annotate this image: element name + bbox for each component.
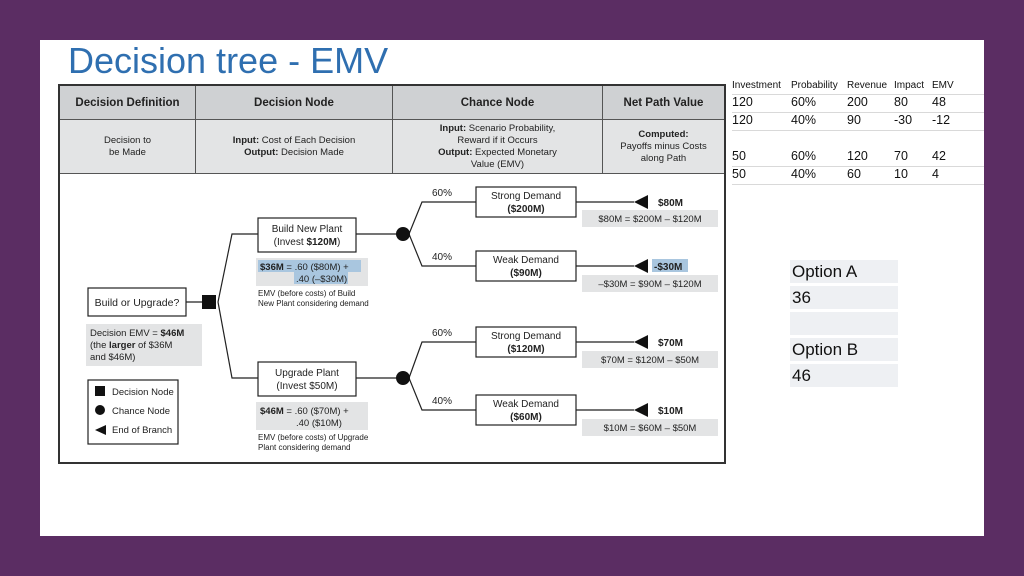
svg-text:($60M): ($60M) <box>510 412 542 423</box>
chance-node-build <box>396 227 410 241</box>
table-row-empty <box>732 130 984 148</box>
end-branch-icon-3 <box>634 335 648 349</box>
table-row: 50 40% 60 10 4 <box>732 166 984 185</box>
build-emv-line1: $36M = .60 ($80M) + <box>260 262 349 273</box>
header-decision-definition: Decision Definition <box>60 86 196 120</box>
calc-upgrade-strong: $70M = $120M – $50M <box>601 355 699 366</box>
col-impact: Impact <box>894 80 925 91</box>
option-a-label: Option A <box>790 260 898 284</box>
legend-end-branch-icon <box>95 425 106 435</box>
root-decision-box <box>87 287 187 317</box>
svg-text:Strong Demand: Strong Demand <box>491 331 561 342</box>
svg-text:Strong Demand: Strong Demand <box>491 191 561 202</box>
decision-node-square <box>202 295 216 309</box>
calc-box-1 <box>582 210 718 227</box>
upgrade-emv-box <box>256 402 368 430</box>
payoff-upgrade-strong: $70M <box>658 338 683 349</box>
calc-build-strong: $80M = $200M – $120M <box>598 214 701 225</box>
build-emv-highlight-2 <box>294 272 348 284</box>
legend: Decision Node Chance Node End of Branch <box>87 379 179 445</box>
upgrade-emv-note1: EMV (before costs) of Upgrade <box>258 433 369 442</box>
outcome-build-weak: Weak Demand ($90M) <box>475 250 577 282</box>
decision-emv-line2: (the larger of $36M <box>90 340 172 351</box>
end-branch-icon-2 <box>634 259 648 273</box>
end-branch-icon-4 <box>634 403 648 417</box>
build-emv-note2: New Plant considering demand <box>258 299 369 308</box>
col-investment: Investment <box>732 80 781 91</box>
upgrade-plant-invest: (Invest $50M) <box>276 381 337 392</box>
build-new-plant-box <box>257 217 357 253</box>
table-row: 120 40% 90 -30 -12 <box>732 112 984 131</box>
build-emv-highlight <box>258 260 361 272</box>
legend-decision-node: Decision Node <box>112 387 174 398</box>
end-branch-icon-1 <box>634 195 648 209</box>
decision-emv-line3: and $46M) <box>90 352 135 363</box>
upgrade-emv-line1: $46M = .60 ($70M) + <box>260 406 349 417</box>
svg-text:($120M): ($120M) <box>507 344 544 355</box>
chance-node-upgrade <box>396 371 410 385</box>
subheader-chance-node: Input: Scenario Probability,Reward if it… <box>393 120 603 174</box>
outcome-upgrade-weak: Weak Demand ($60M) <box>475 394 577 426</box>
payoff-build-weak: -$30M <box>654 262 682 273</box>
calc-box-3 <box>582 351 718 368</box>
svg-text:($90M): ($90M) <box>510 268 542 279</box>
slide-title: Decision tree - EMV <box>68 40 389 81</box>
payoff-build-strong: $80M <box>658 198 683 209</box>
decision-emv-line1: Decision EMV = $46M <box>90 328 184 339</box>
payoff-upgrade-weak: $10M <box>658 406 683 417</box>
upgrade-emv-note2: Plant considering demand <box>258 443 351 452</box>
svg-text:Weak Demand: Weak Demand <box>493 399 559 410</box>
decision-emv-box <box>86 324 202 366</box>
legend-end-branch: End of Branch <box>112 425 172 436</box>
outcome-build-strong: Strong Demand ($200M) <box>475 186 577 218</box>
table-row: 50 60% 120 70 42 <box>732 148 984 167</box>
legend-chance-node: Chance Node <box>112 406 170 417</box>
col-probability: Probability <box>791 80 838 91</box>
tree-connectors <box>174 201 634 411</box>
prob-build-strong: 60% <box>432 188 452 199</box>
decision-tree-figure: Decision Definition Decision Node Chance… <box>58 84 726 464</box>
header-chance-node: Chance Node <box>393 86 603 120</box>
upgrade-plant-box <box>257 361 357 397</box>
build-emv-note1: EMV (before costs) of Build <box>258 289 355 298</box>
option-a-value: 36 <box>790 286 898 310</box>
col-revenue: Revenue <box>847 80 888 91</box>
root-label: Build or Upgrade? <box>95 297 180 309</box>
svg-text:Weak Demand: Weak Demand <box>493 255 559 266</box>
header-net-path-value: Net Path Value <box>603 86 724 120</box>
prob-upgrade-weak: 40% <box>432 396 452 407</box>
slide: Decision tree - EMV Decision Definition … <box>40 40 984 536</box>
upgrade-emv-line2: .40 ($10M) <box>296 418 342 429</box>
header-decision-node: Decision Node <box>196 86 393 120</box>
calc-box-2 <box>582 275 718 292</box>
build-new-plant-invest: (Invest $120M) <box>274 237 341 248</box>
table-row: 120 60% 200 80 48 <box>732 94 984 113</box>
upgrade-plant-label: Upgrade Plant <box>275 368 339 379</box>
option-spacer <box>790 312 898 336</box>
build-new-plant-label: Build New Plant <box>272 224 343 235</box>
option-b-label: Option B <box>790 338 898 362</box>
prob-build-weak: 40% <box>432 252 452 263</box>
calc-upgrade-weak: $10M = $60M – $50M <box>604 423 697 434</box>
legend-chance-node-icon <box>95 405 105 415</box>
prob-upgrade-strong: 60% <box>432 328 452 339</box>
option-b-value: 46 <box>790 364 898 388</box>
svg-text:($200M): ($200M) <box>507 204 544 215</box>
payoff-highlight <box>652 259 688 272</box>
calc-build-weak: –$30M = $90M – $120M <box>598 279 701 290</box>
tree-diagram: Build or Upgrade? Decision EMV = $46M (t… <box>86 186 718 452</box>
outcome-upgrade-strong: Strong Demand ($120M) <box>475 326 577 358</box>
legend-decision-node-icon <box>95 386 105 396</box>
calc-box-4 <box>582 419 718 436</box>
payoff-table-header: Investment Probability Revenue Impact EM… <box>732 76 984 95</box>
build-emv-line2: .40 (–$30M) <box>296 274 347 285</box>
col-emv: EMV <box>932 80 954 91</box>
